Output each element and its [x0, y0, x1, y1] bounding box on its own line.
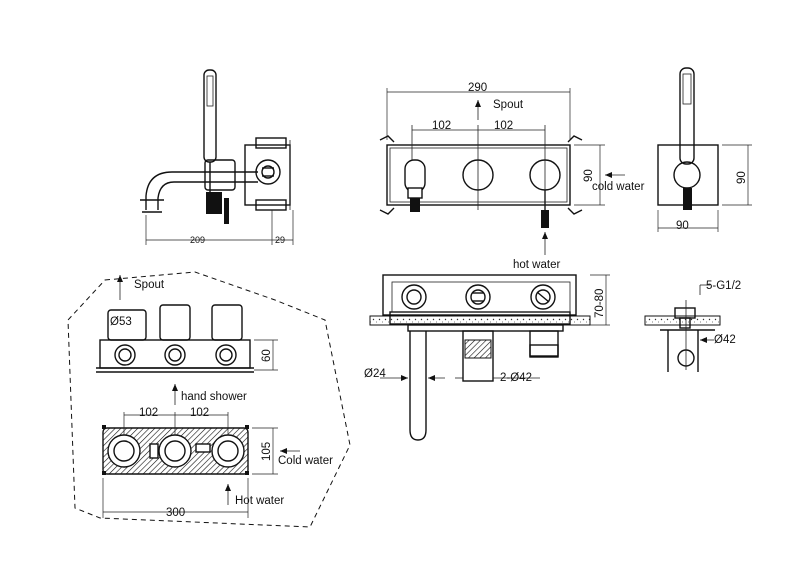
- dim-d42-label: Ø42: [714, 334, 736, 346]
- installed-section-view: [369, 274, 610, 441]
- side-view-assembly: [140, 69, 294, 245]
- dim-290-label: 290: [468, 82, 487, 94]
- rough-in-valve-body: [96, 275, 278, 405]
- dim-5g12-label: 5-G1/2: [706, 280, 741, 292]
- dim-105-label: 105: [261, 442, 273, 461]
- dim-300-label: 300: [166, 507, 185, 519]
- dim-90-front-label: 90: [583, 169, 595, 182]
- hand-shower-label: hand shower: [181, 391, 247, 403]
- dim-d53-label: Ø53: [110, 316, 132, 328]
- dim-2d42-label: 2-Ø42: [500, 372, 532, 384]
- rough-in-dashed-outline: [67, 271, 351, 528]
- dim-90-side-w-label: 90: [676, 220, 689, 232]
- dim-d24-label: Ø24: [364, 368, 386, 380]
- dim-60-label: 60: [261, 349, 273, 362]
- dim-102-a-label: 102: [432, 120, 451, 132]
- dim-209-label: 209: [190, 235, 205, 245]
- bracket-section-view: [644, 284, 721, 372]
- cold-water-bottom-label: Cold water: [278, 455, 333, 467]
- spout-left-label: Spout: [134, 279, 165, 291]
- cold-water-top-label: cold water: [592, 181, 645, 193]
- rough-in-plate: [102, 412, 300, 518]
- hot-water-mid-label: hot water: [513, 259, 560, 271]
- dim-102-d-label: 102: [190, 407, 209, 419]
- dim-29-label: 29: [275, 235, 285, 245]
- side-hand-shower-view: [657, 67, 752, 232]
- front-view-plate: [379, 88, 625, 255]
- hot-water-bottom-label: Hot water: [235, 495, 284, 507]
- dim-70-80-label: 70-80: [594, 289, 606, 318]
- dim-102-c-label: 102: [139, 407, 158, 419]
- dim-90-side-h-label: 90: [736, 171, 748, 184]
- dim-102-b-label: 102: [494, 120, 513, 132]
- spout-top-label: Spout: [493, 99, 524, 111]
